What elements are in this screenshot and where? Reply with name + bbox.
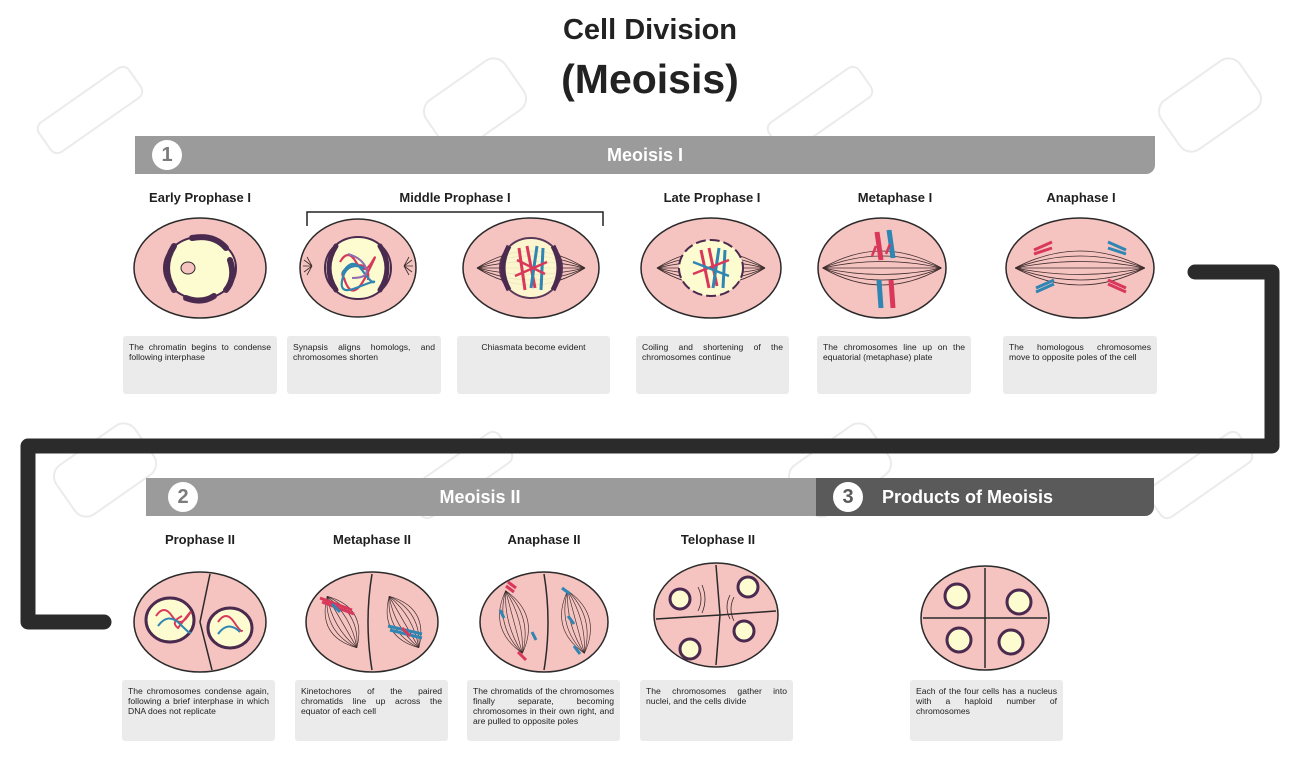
stage-description: Coiling and shortening of the chromosome…	[636, 336, 789, 394]
section-bar-meiosis-1: 1 Meoisis I	[135, 136, 1155, 174]
stage-label: Telophase II	[680, 532, 756, 547]
stage-label: Prophase II	[164, 532, 236, 547]
stage-description: The homologous chromosomes move to oppos…	[1003, 336, 1157, 394]
stage-description: Synapsis aligns homologs, and chromosome…	[287, 336, 441, 394]
cell-products	[920, 565, 1050, 671]
cell-middle-prophase-1a	[299, 218, 417, 318]
section-number-badge: 2	[168, 482, 198, 512]
stage-description: The chromosomes gather into nuclei, and …	[640, 680, 793, 741]
stage-label: Early Prophase I	[149, 190, 251, 205]
stage-label: Middle Prophase I	[399, 190, 511, 205]
section-label: Meoisis II	[439, 487, 521, 507]
watermark-logo	[422, 57, 528, 153]
stage-label: Late Prophase I	[663, 190, 761, 205]
stage-label: Metaphase I	[857, 190, 933, 205]
section-label: Meoisis I	[606, 145, 684, 165]
telophase-nucleus	[668, 587, 692, 611]
watermark-logo	[36, 65, 144, 155]
cell-late-prophase-1	[640, 217, 782, 319]
section-number-badge: 1	[152, 140, 182, 170]
title-line-2: (Meoisis)	[561, 56, 739, 102]
telophase-nucleus	[736, 575, 760, 599]
cell-telophase-2	[653, 562, 779, 668]
stage-description: The chromatids of the chromosomes finall…	[467, 680, 620, 741]
cell-middle-prophase-1b	[462, 217, 600, 319]
stage-description: The chromatin begins to condense followi…	[123, 336, 277, 394]
cell-metaphase-2	[305, 571, 439, 673]
cell-anaphase-1	[1005, 217, 1155, 319]
stage-description: Kinetochores of the paired chromatids li…	[295, 680, 448, 741]
product-nucleus	[997, 628, 1025, 656]
section-number-badge: 3	[833, 482, 863, 512]
flow-connector	[20, 264, 1280, 630]
cell-prophase-2	[133, 571, 267, 673]
product-nucleus	[1005, 588, 1033, 616]
title-line-1: Cell Division	[562, 14, 738, 46]
middle-prophase-bracket	[306, 211, 604, 226]
stage-label: Anaphase II	[507, 532, 581, 547]
stage-label: Anaphase I	[1046, 190, 1116, 205]
section-bar-products: 3 Products of Meoisis	[816, 478, 1154, 516]
watermark-logo	[1157, 57, 1263, 153]
stage-label: Metaphase II	[332, 532, 412, 547]
telophase-nucleus	[732, 619, 756, 643]
stage-description: Chiasmata become evident	[457, 336, 610, 394]
stage-description: The chromosomes line up on the equatoria…	[817, 336, 971, 394]
product-nucleus	[945, 626, 973, 654]
cell-anaphase-2	[479, 571, 609, 673]
products-description: Each of the four cells has a nucleus wit…	[910, 680, 1063, 741]
cell-metaphase-1	[817, 217, 947, 319]
product-nucleus	[943, 582, 971, 610]
section-label: Products of Meoisis	[882, 487, 1054, 507]
telophase-nucleus	[678, 637, 702, 661]
cell-early-prophase-1	[133, 217, 267, 319]
section-bar-meiosis-2: 2 Meoisis II	[146, 478, 836, 516]
stage-description: The chromosomes condense again, followin…	[122, 680, 275, 741]
watermark-logo	[52, 422, 158, 518]
